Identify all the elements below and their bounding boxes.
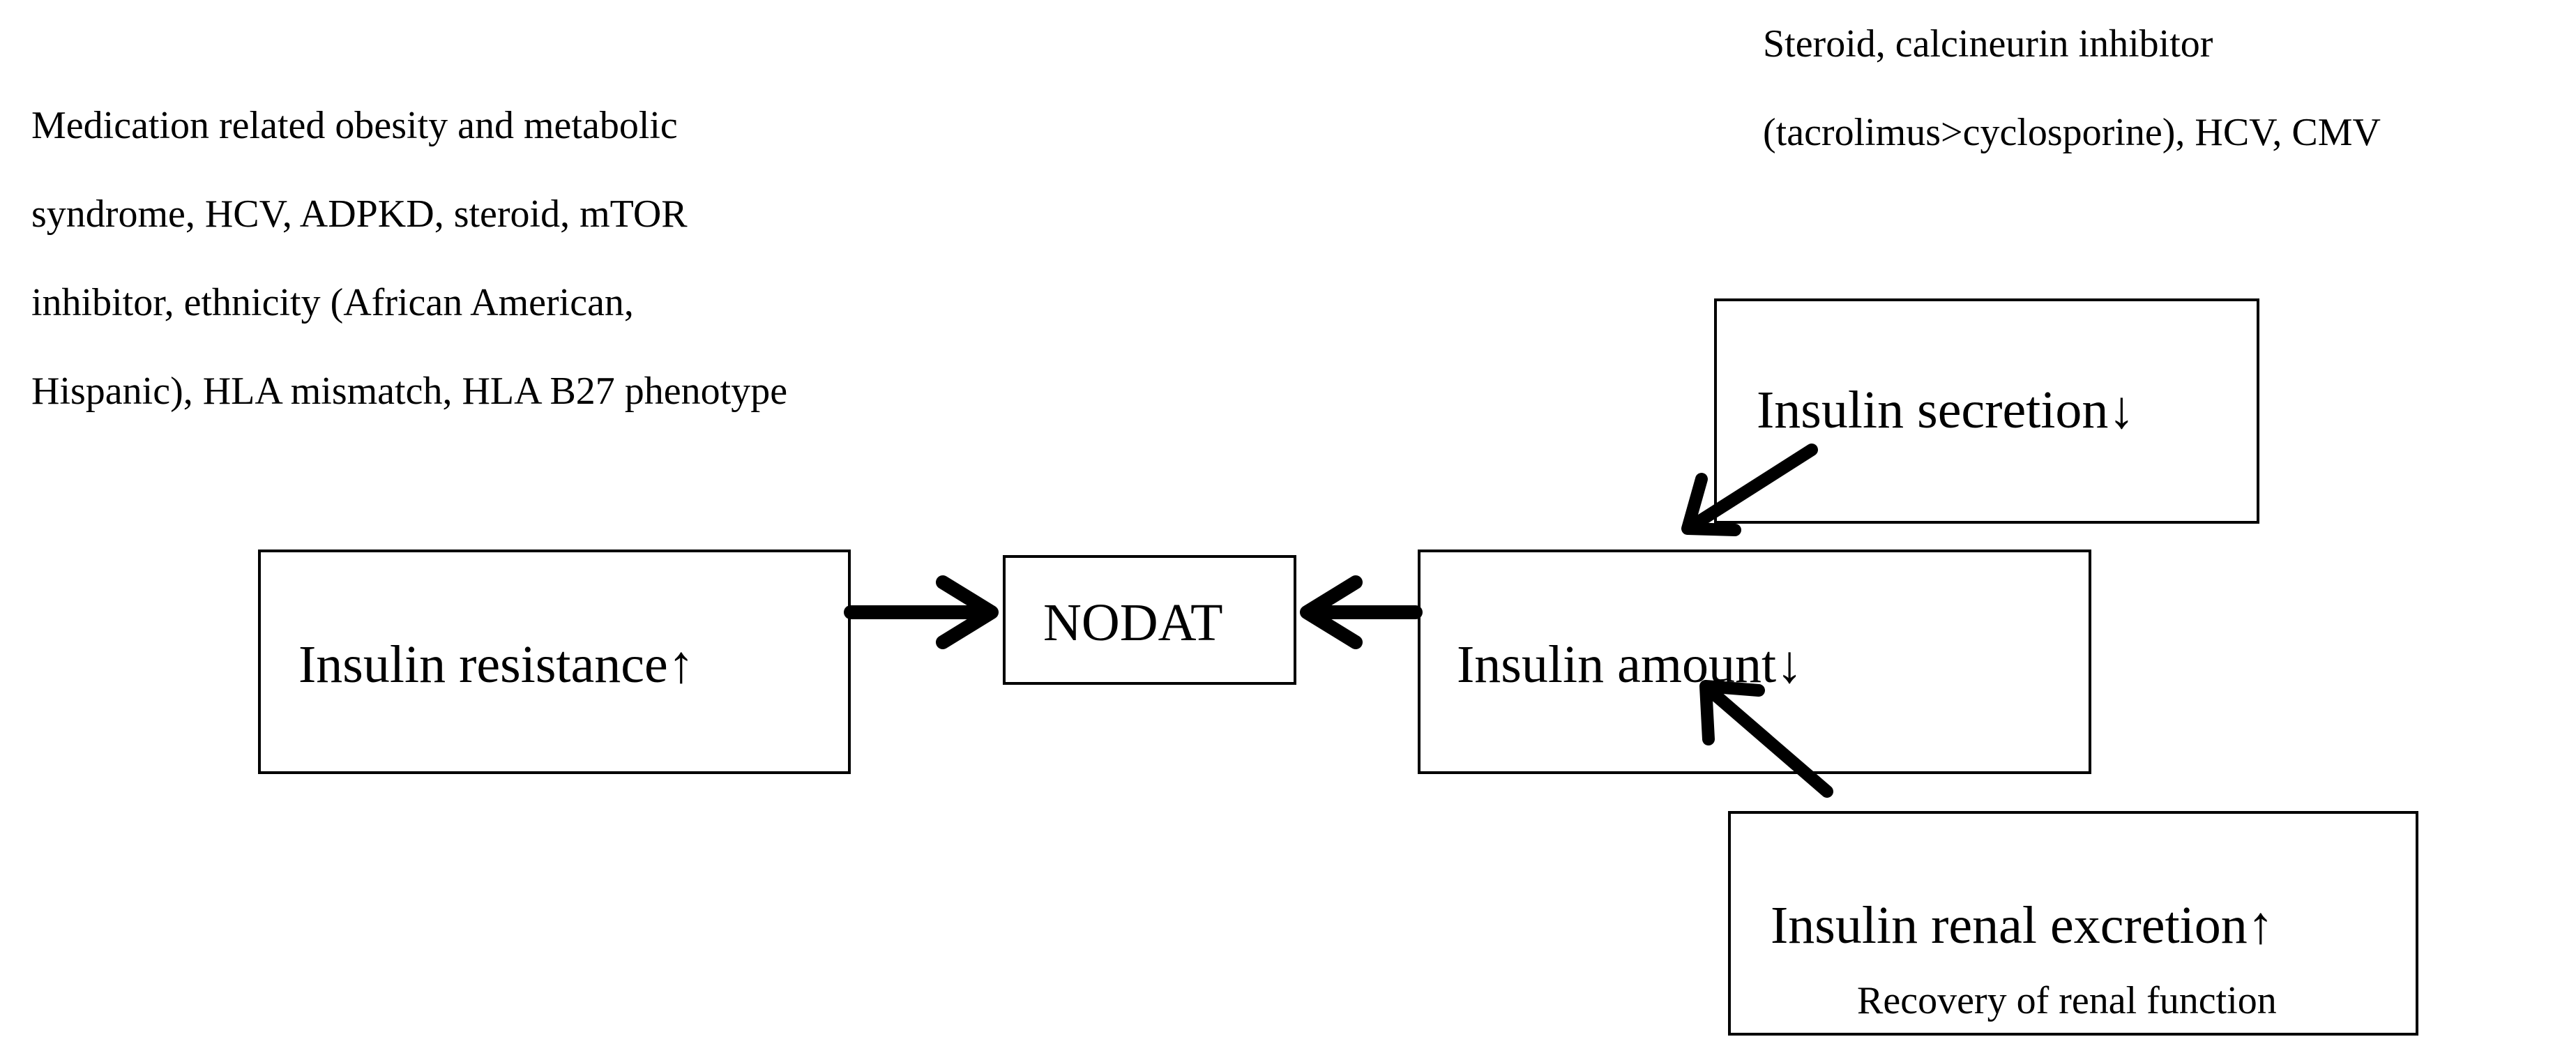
secretion-factors-line-1: Steroid, calcineurin inhibitor xyxy=(1763,22,2213,66)
insulin-amount-node: Insulin amount↓ xyxy=(1418,550,2091,774)
arrow-resistance-to-nodat xyxy=(844,575,999,649)
insulin-renal-excretion-label: Insulin renal excretion↑ xyxy=(1771,896,2274,955)
nodat-label: NODAT xyxy=(1043,593,1223,652)
resistance-factors-line-2: syndrome, HCV, ADPKD, steroid, mTOR xyxy=(31,192,688,236)
insulin-renal-excretion-node: Insulin renal excretion↑ Recovery of ren… xyxy=(1728,811,2418,1036)
secretion-factors-note: Steroid, calcineurin inhibitor (tacrolim… xyxy=(1763,0,2381,177)
resistance-factors-line-4: Hispanic), HLA mismatch, HLA B27 phenoty… xyxy=(31,370,788,413)
insulin-resistance-node: Insulin resistance↑ xyxy=(258,550,851,774)
arrow-amount-to-nodat-head xyxy=(1300,575,1363,649)
insulin-amount-label: Insulin amount↓ xyxy=(1457,635,1803,694)
resistance-factors-line-3: inhibitor, ethnicity (African American, xyxy=(31,281,634,324)
renal-function-recovery-label: Recovery of renal function xyxy=(1857,979,2277,1022)
insulin-secretion-node: Insulin secretion↓ xyxy=(1714,298,2259,524)
nodat-node: NODAT xyxy=(1003,555,1296,685)
resistance-factors-note: Medication related obesity and metabolic… xyxy=(31,82,787,436)
arrow-amount-to-nodat xyxy=(1300,575,1423,649)
insulin-resistance-label: Insulin resistance↑ xyxy=(298,635,695,694)
insulin-secretion-label: Insulin secretion↓ xyxy=(1757,381,2135,439)
secretion-factors-line-2: (tacrolimus>cyclosporine), HCV, CMV xyxy=(1763,111,2381,154)
resistance-factors-line-1: Medication related obesity and metabolic xyxy=(31,104,678,147)
arrow-resistance-to-nodat-head xyxy=(936,575,999,649)
